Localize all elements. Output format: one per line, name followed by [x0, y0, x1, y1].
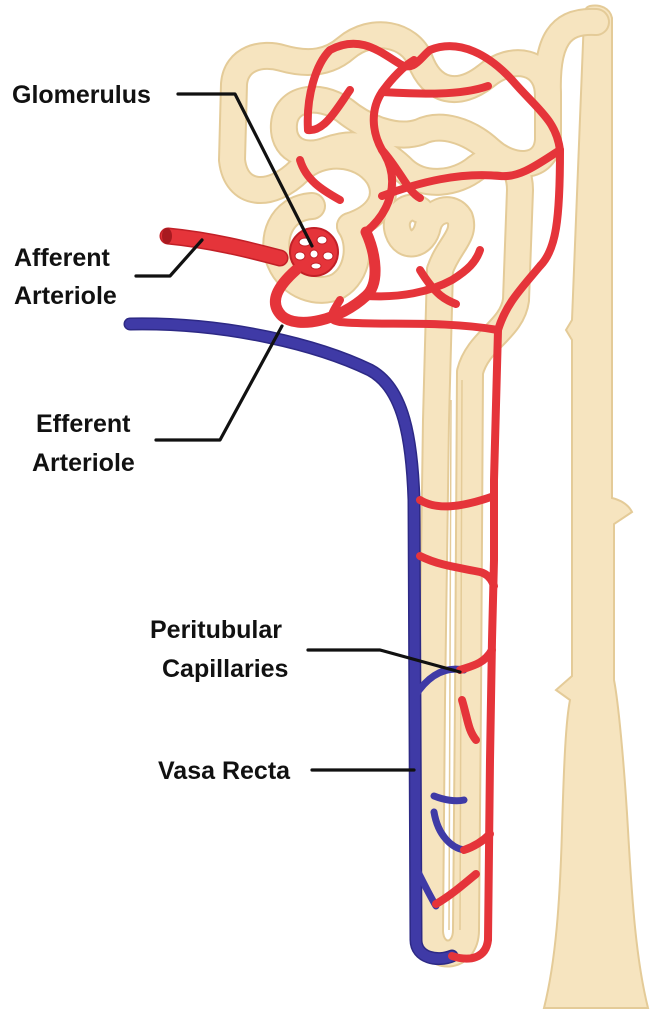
arterial-vessels — [159, 39, 564, 963]
label-vasa-recta: Vasa Recta — [158, 757, 291, 785]
loop-of-henle-fill — [418, 147, 532, 966]
labels: Glomerulus Afferent Arteriole Efferent A… — [12, 81, 291, 785]
afferent-arteriole-vessel-fill — [161, 229, 287, 265]
glomerulus-leader — [176, 92, 314, 248]
distal-tubule-fill — [384, 195, 474, 282]
proximal-tubule-fill — [220, 23, 560, 238]
label-efferent-line1: Efferent — [36, 410, 131, 438]
venule — [125, 318, 457, 964]
label-efferent-line2: Arteriole — [32, 449, 135, 477]
peritubular-capillary-network — [296, 39, 564, 963]
connecting-tubule-fill — [535, 9, 608, 108]
renal-tubule — [218, 7, 610, 968]
leader-lines — [134, 92, 462, 772]
vasa-recta-branches — [411, 665, 468, 910]
efferent-leader — [154, 324, 284, 442]
peritubular-leader — [306, 648, 462, 674]
afferent-arteriole-opening — [162, 228, 172, 244]
efferent-arteriole-vessel — [270, 226, 381, 328]
collecting-duct-shape — [542, 4, 650, 1009]
bowman-capsule-fill — [264, 194, 369, 302]
label-glomerulus: Glomerulus — [12, 81, 151, 109]
label-afferent-line2: Arteriole — [14, 282, 117, 310]
collecting-duct — [542, 4, 650, 1009]
label-peritubular-line2: Capillaries — [162, 655, 288, 683]
afferent-leader — [134, 238, 204, 278]
label-peritubular-line1: Peritubular — [150, 616, 282, 644]
label-afferent-line1: Afferent — [14, 244, 111, 272]
venous-vessels — [123, 317, 468, 966]
